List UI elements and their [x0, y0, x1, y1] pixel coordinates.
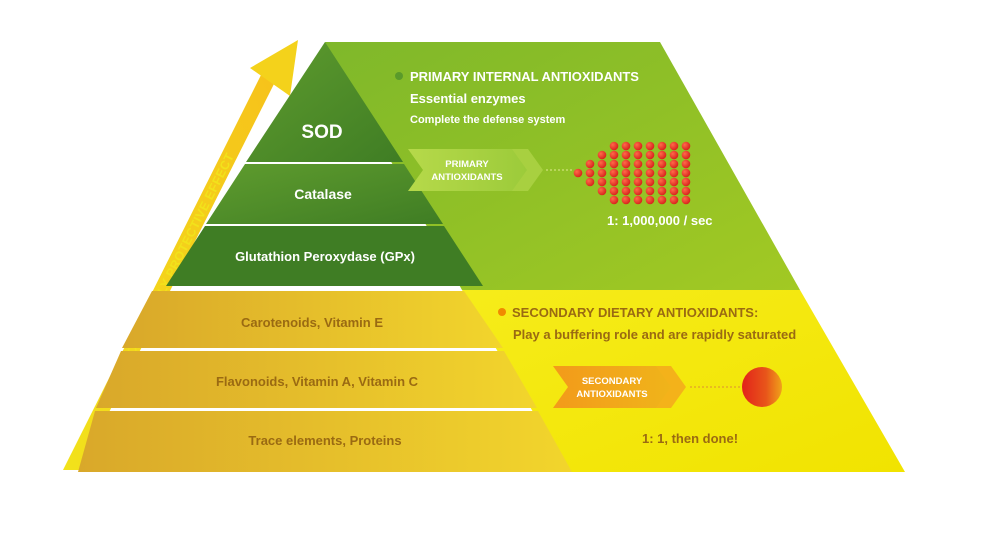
secondary-badge-line1: SECONDARY — [582, 376, 643, 387]
free-radical-dot — [669, 168, 679, 178]
free-radical-dot — [573, 168, 583, 178]
free-radical-dot — [633, 195, 643, 205]
primary-badge-chevron-front — [408, 149, 527, 191]
secondary-region — [462, 290, 905, 472]
level-label-sod: SOD — [301, 122, 342, 143]
primary-line2: Complete the defense system — [410, 114, 565, 126]
free-radical-dot — [645, 177, 655, 187]
pyramid-level-catalase — [206, 164, 443, 224]
free-radical-dot — [657, 186, 667, 196]
free-radical-dot — [609, 186, 619, 196]
free-radical-dot — [681, 177, 691, 187]
free-radical-dot — [645, 150, 655, 160]
level-label-catalase: Catalase — [294, 186, 352, 202]
pyramid-level-flavonoids — [96, 351, 537, 408]
free-radical-dot — [585, 159, 595, 169]
free-radical-dot — [633, 141, 643, 151]
free-radical-dot — [645, 186, 655, 196]
free-radical-dot — [585, 168, 595, 178]
free-radical-dot — [597, 177, 607, 187]
free-radical-dot — [609, 159, 619, 169]
primary-heading: PRIMARY INTERNAL ANTIOXIDANTS — [410, 69, 639, 84]
free-radical-dot — [597, 168, 607, 178]
free-radical-dot — [657, 141, 667, 151]
level-label-flavonoids: Flavonoids, Vitamin A, Vitamin C — [216, 374, 419, 389]
free-radical-dot — [645, 195, 655, 205]
free-radical-dot — [681, 141, 691, 151]
primary-antioxidants-badge: PRIMARY ANTIOXIDANTS — [408, 149, 572, 191]
free-radical-dot — [645, 168, 655, 178]
free-radical-dot — [597, 186, 607, 196]
free-radical-dot — [609, 141, 619, 151]
free-radical-dot-cluster — [573, 141, 691, 205]
pyramid-level-gpx — [166, 226, 483, 286]
secondary-bullet-icon — [498, 308, 506, 316]
free-radical-dot — [669, 195, 679, 205]
primary-line1: Essential enzymes — [410, 91, 526, 106]
free-radical-dot — [645, 141, 655, 151]
free-radical-dot — [597, 159, 607, 169]
free-radical-dot — [621, 177, 631, 187]
free-radical-dot — [681, 159, 691, 169]
free-radical-ball-icon — [742, 367, 782, 407]
primary-badge-line2: ANTIOXIDANTS — [431, 172, 502, 183]
primary-badge-line1: PRIMARY — [445, 159, 489, 170]
secondary-ratio: 1: 1, then done! — [642, 431, 738, 446]
secondary-heading: SECONDARY DIETARY ANTIOXIDANTS: — [512, 305, 758, 320]
pyramid-level-sod — [246, 42, 403, 162]
free-radical-dot — [669, 186, 679, 196]
free-radical-dot — [609, 195, 619, 205]
pyramid-level-carotenoids — [122, 291, 503, 348]
free-radical-dot — [621, 195, 631, 205]
free-radical-dot — [621, 150, 631, 160]
free-radical-dot — [621, 141, 631, 151]
secondary-badge-chevron-front — [553, 366, 671, 408]
free-radical-dot — [621, 186, 631, 196]
free-radical-dot — [657, 195, 667, 205]
free-radical-dot — [621, 168, 631, 178]
free-radical-dot — [669, 177, 679, 187]
free-radical-dot — [621, 159, 631, 169]
level-label-trace-elements: Trace elements, Proteins — [248, 433, 401, 448]
secondary-badge-line2: ANTIOXIDANTS — [576, 389, 647, 400]
level-label-gpx: Glutathion Peroxydase (GPx) — [235, 249, 415, 264]
free-radical-dot — [681, 195, 691, 205]
free-radical-dot — [669, 159, 679, 169]
free-radical-dot — [633, 168, 643, 178]
free-radical-dot — [669, 141, 679, 151]
free-radical-dot — [609, 150, 619, 160]
free-radical-dot — [657, 177, 667, 187]
free-radical-dot — [585, 177, 595, 187]
free-radical-dot — [681, 186, 691, 196]
free-radical-dot — [597, 150, 607, 160]
level-label-carotenoids: Carotenoids, Vitamin E — [241, 315, 383, 330]
free-radical-dot — [633, 159, 643, 169]
primary-bullet-icon — [395, 72, 403, 80]
secondary-line1: Play a buffering role and are rapidly sa… — [513, 327, 796, 342]
arrow-head — [250, 40, 298, 96]
free-radical-dot — [669, 150, 679, 160]
free-radical-dot — [681, 168, 691, 178]
free-radical-dot — [657, 150, 667, 160]
primary-ratio: 1: 1,000,000 / sec — [607, 213, 713, 228]
free-radical-dot — [609, 168, 619, 178]
free-radical-dot — [633, 150, 643, 160]
free-radical-dot — [645, 159, 655, 169]
free-radical-dot — [633, 177, 643, 187]
free-radical-dot — [657, 168, 667, 178]
free-radical-dot — [633, 186, 643, 196]
free-radical-dot — [609, 177, 619, 187]
free-radical-dot — [657, 159, 667, 169]
pyramid-level-trace-elements — [78, 411, 572, 472]
free-radical-dot — [681, 150, 691, 160]
secondary-antioxidants-badge: SECONDARY ANTIOXIDANTS — [553, 366, 740, 408]
